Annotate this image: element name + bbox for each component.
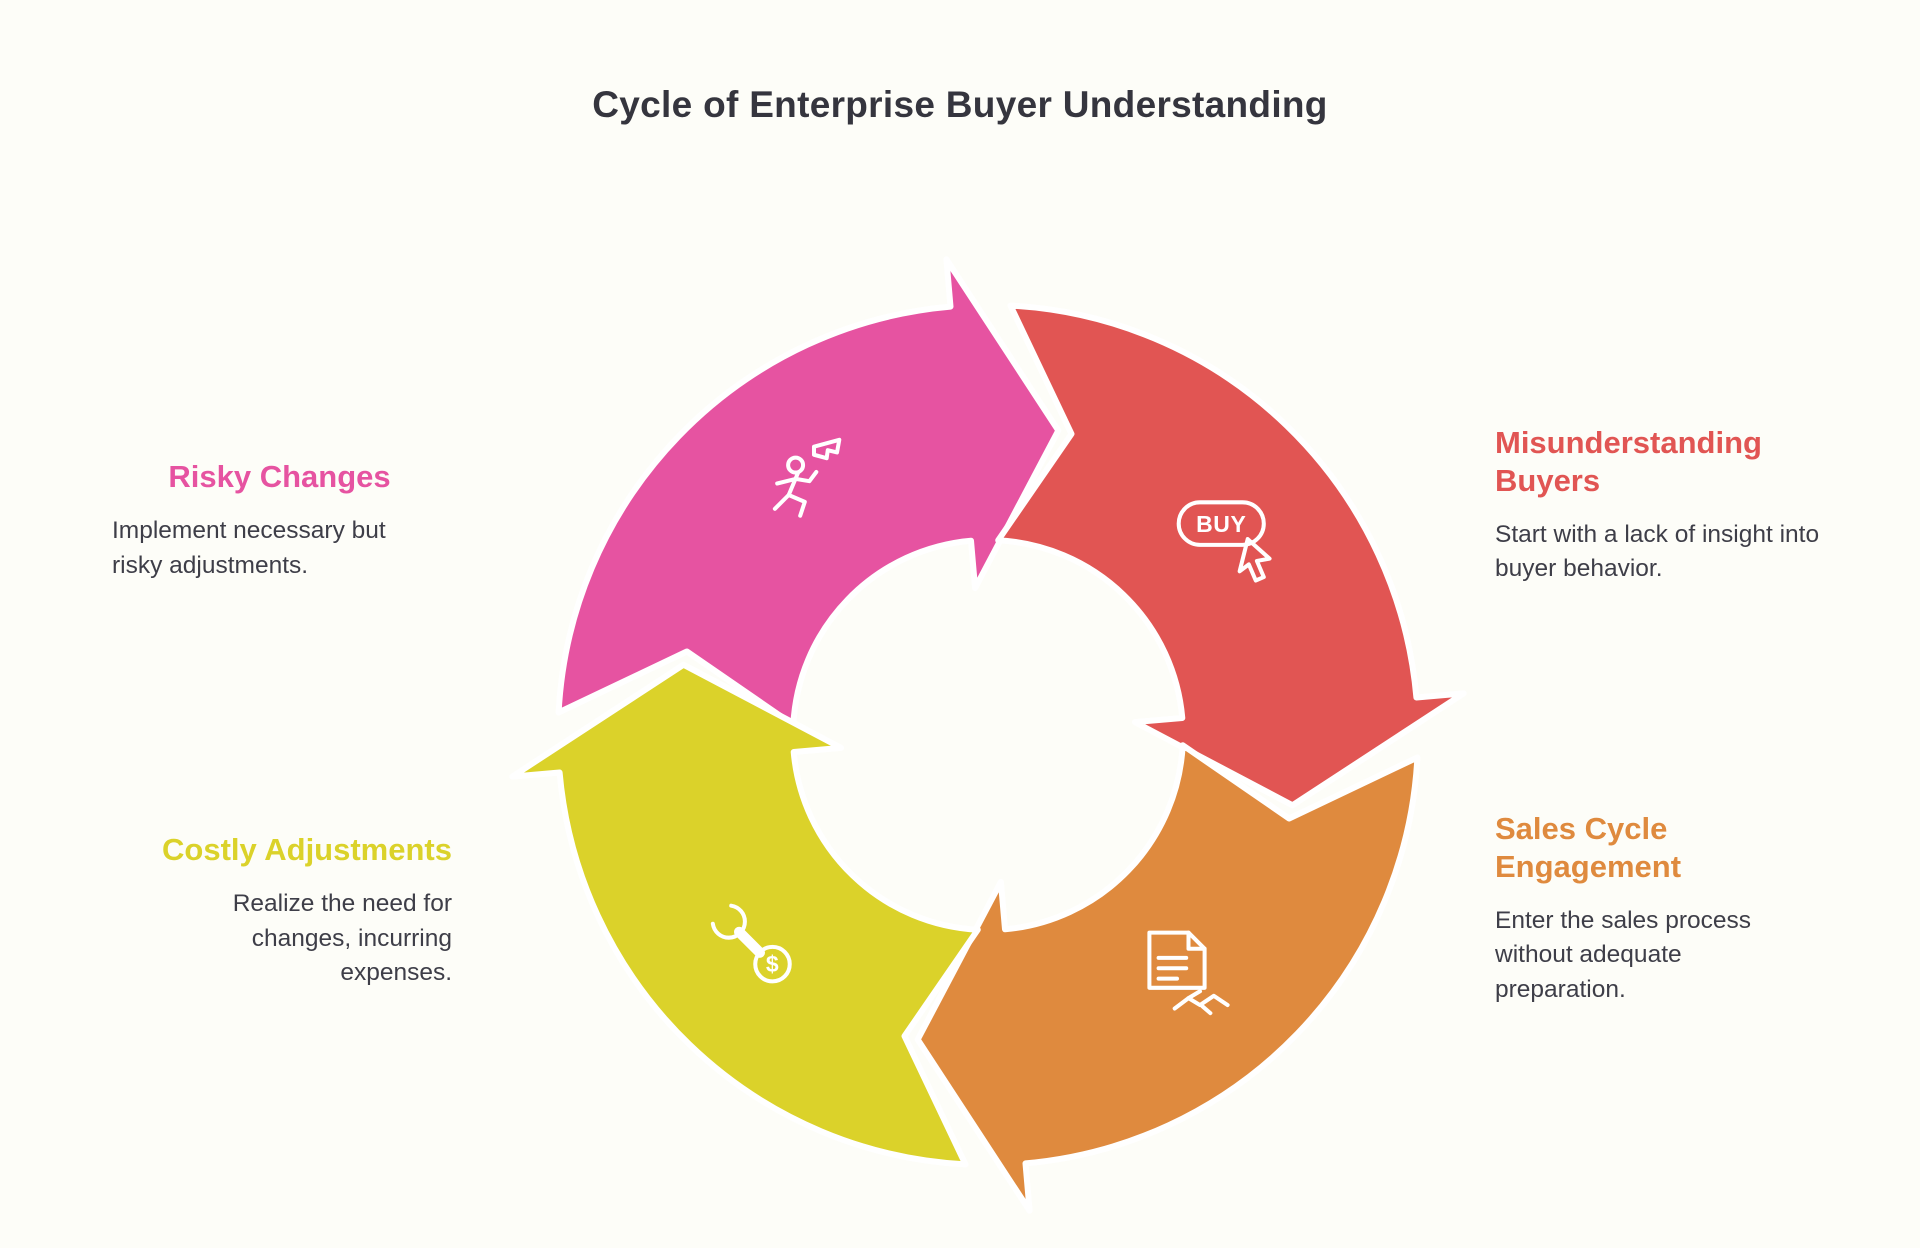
segment-misunderstanding-buyers bbox=[995, 302, 1467, 809]
page-title: Cycle of Enterprise Buyer Understanding bbox=[592, 84, 1328, 125]
label-heading-misunderstanding-buyers: Misunderstanding Buyers bbox=[1495, 425, 1762, 498]
svg-text:BUY: BUY bbox=[1196, 511, 1246, 537]
label-heading-sales-cycle-engagement: Sales Cycle Engagement bbox=[1495, 811, 1682, 884]
label-misunderstanding-buyers: Misunderstanding Buyers Start with a lac… bbox=[1495, 424, 1825, 587]
label-body-risky-changes: Implement necessary but risky adjustment… bbox=[112, 516, 386, 579]
label-body-misunderstanding-buyers: Start with a lack of insight into buyer … bbox=[1495, 520, 1820, 583]
label-risky-changes: Risky Changes Implement necessary but ri… bbox=[112, 458, 447, 583]
label-costly-adjustments: Costly Adjustments Realize the need for … bbox=[72, 831, 452, 991]
wrench-coin-icon: $ bbox=[710, 903, 792, 984]
label-body-sales-cycle-engagement: Enter the sales process without adequate… bbox=[1495, 906, 1752, 1004]
buy-cursor-icon: BUY bbox=[1176, 500, 1272, 583]
contract-handshake-icon bbox=[1147, 930, 1230, 1016]
label-body-costly-adjustments: Realize the need for changes, incurring … bbox=[232, 889, 452, 987]
runner-flag-icon bbox=[772, 437, 842, 518]
label-heading-costly-adjustments: Costly Adjustments bbox=[162, 832, 452, 867]
label-heading-risky-changes: Risky Changes bbox=[168, 459, 391, 494]
label-sales-cycle-engagement: Sales Cycle Engagement Enter the sales p… bbox=[1495, 810, 1825, 1008]
segment-risky-changes bbox=[555, 256, 1062, 728]
svg-text:$: $ bbox=[766, 951, 779, 977]
